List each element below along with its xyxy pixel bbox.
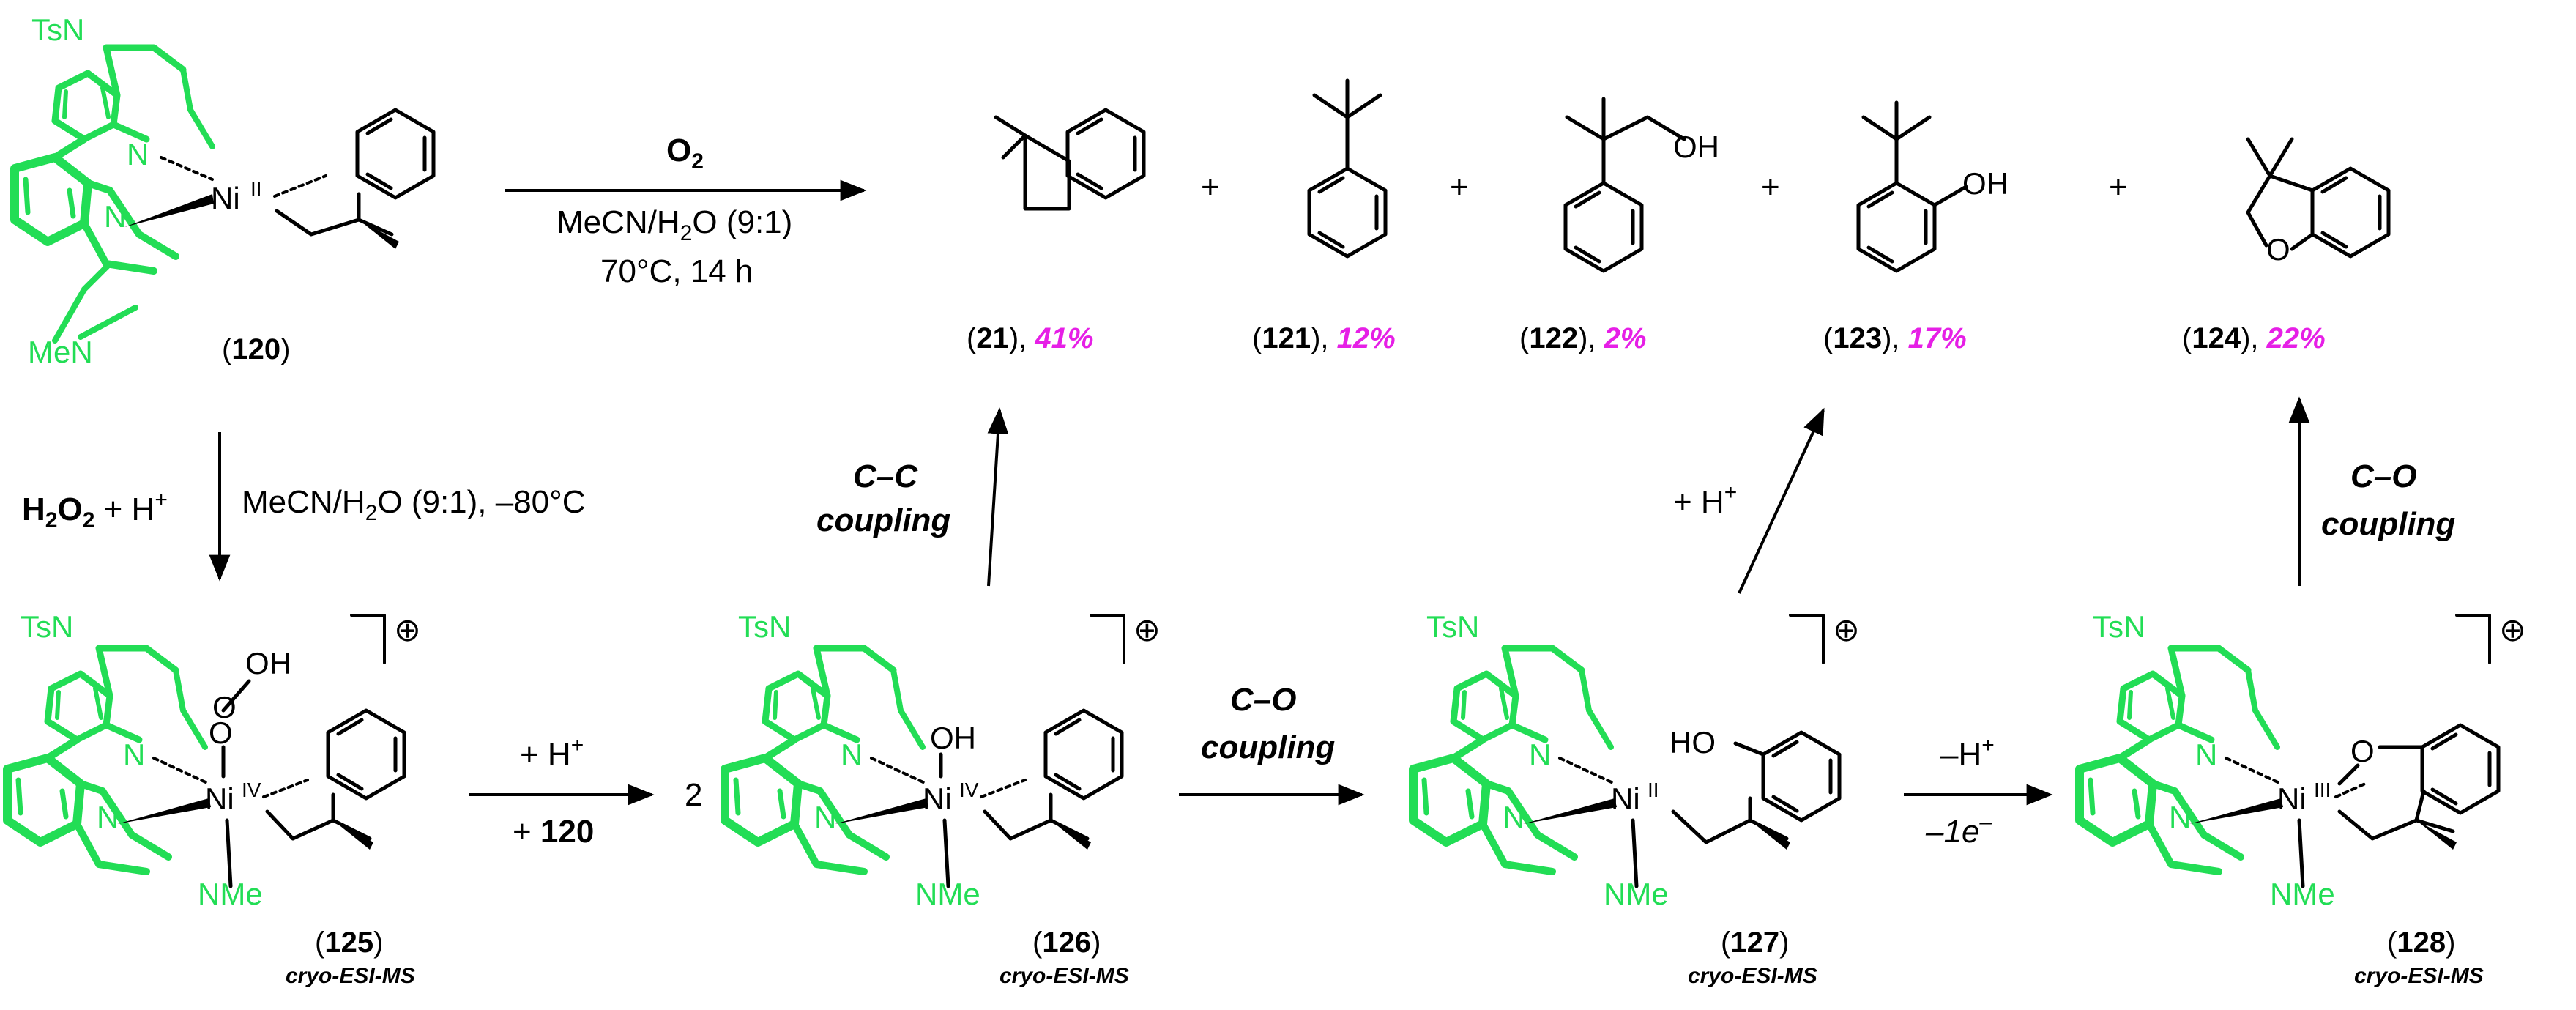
method-tag: cryo-ESI-MS [1688,964,1817,988]
charge-icon: ⊕ [1133,612,1161,648]
product-21: (21), 41% [967,110,1144,354]
compound-id: (126) [1032,927,1101,959]
ni-label: Ni [1611,781,1640,816]
ox-state: IV [242,779,261,801]
n-label: N [104,199,126,234]
tsn-label: TsN [1426,609,1479,644]
method-tag: cryo-ESI-MS [999,964,1129,988]
compound-id: (123), 17% [1823,322,1967,354]
plus-sign: + [2109,169,2128,205]
n-label: N [2169,800,2191,834]
arrow-cc-coupling: C–C coupling [816,407,1009,587]
plus-sign: + [1201,169,1220,205]
add-120: + 120 [513,814,594,850]
coupling-label: coupling [2321,506,2455,542]
tsn-label: TsN [738,609,791,644]
reagent-h2o2: H2O2 + H+ [22,488,168,532]
compound-id: (121), 12% [1252,322,1396,354]
n-label: N [123,738,145,772]
compound-id: (122), 2% [1519,322,1646,354]
compound-id: (127) [1721,927,1789,959]
oh-label: OH [930,721,976,755]
complex-120: TsN N N MeN Ni II (120) [15,12,433,369]
plus-sign: + [1450,169,1469,205]
tsn-label: TsN [21,609,73,644]
co-label: C–O [1230,682,1296,718]
tsn-label: TsN [2093,609,2145,644]
charge-icon: ⊕ [2499,612,2526,648]
proton-add: + H+ [1673,480,1737,520]
n-label: N [1503,800,1525,834]
proton-add: + H+ [520,733,584,773]
n-label: N [814,800,836,834]
o-label: O [209,716,233,750]
conditions: 70°C, 14 h [600,253,753,289]
ni-label: Ni [211,181,240,215]
compound-id: (124), 22% [2182,322,2326,354]
coupling-label: coupling [1201,729,1335,765]
arrow-co-coupling: C–O coupling [2288,396,2455,586]
deprotonation: –H+ [1940,733,1995,773]
method-tag: cryo-ESI-MS [286,964,415,988]
left-step-arrow: H2O2 + H+ MeCN/H2O (9:1), –80°C [22,432,586,582]
o-label: O [2266,232,2290,267]
charge-icon: ⊕ [394,612,421,648]
coefficient: 2 [685,777,702,813]
n-label: N [841,738,863,772]
tsn-label: TsN [31,12,84,47]
oh-label: OH [245,646,291,680]
ox-state: IV [959,779,979,801]
men-label: MeN [28,335,93,369]
n-label: N [97,800,119,834]
product-122: OH (122), 2% [1519,97,1719,354]
reagent-o2: O2 [666,133,704,174]
o-label: O [2350,734,2375,768]
oh-label: OH [1673,130,1719,164]
plus-sign: + [1761,169,1780,205]
oh-label: OH [1962,166,2009,201]
co-label: C–O [2350,458,2416,494]
complex-126: TsN N N NMe Ni IV OH ⊕ (126) cryo-ESI-MS [725,609,1161,988]
product-123: OH (123), 17% [1823,100,2009,354]
low-temp-conditions: MeCN/H2O (9:1), –80°C [242,484,586,525]
coupling-label: coupling [816,502,950,538]
complex-125: TsN N N NMe Ni IV O OH O ⊕ (125) cryo-ES… [7,609,421,988]
n-label: N [127,137,149,171]
solvent: MeCN/H2O (9:1) [556,204,792,245]
n-label: N [2195,738,2217,772]
top-reaction-arrow: O2 MeCN/H2O (9:1) 70°C, 14 h [505,133,867,289]
method-tag: cryo-ESI-MS [2354,964,2484,988]
product-124: O (124), 22% [2182,137,2389,354]
o-label: O [212,690,237,724]
product-121: (121), 12% [1252,78,1396,354]
ni-label: Ni [2277,781,2307,816]
compound-id: (128) [2387,927,2455,959]
arrow-127-128: –H+ –1e– [1904,733,2053,850]
charge-icon: ⊕ [1833,612,1860,648]
oxidation: –1e– [1925,810,1992,850]
arrow-126-127: C–O coupling [1179,682,1365,806]
compound-id: (125) [315,927,383,959]
ox-state: III [2314,779,2331,801]
ni-label: Ni [923,781,952,816]
complex-127: TsN N N NMe Ni II HO ⊕ (127) cryo-ESI-MS [1413,609,1860,988]
n-label: N [1529,738,1551,772]
complex-128: TsN N N NMe Ni III O ⊕ (128) cryo-ESI-MS [2080,609,2526,988]
ni-label: Ni [205,781,234,816]
arrow-protonation: + H+ [1673,407,1825,594]
compound-id: (21), 41% [967,322,1093,354]
cc-label: C–C [853,458,918,494]
compound-id: (120) [222,333,290,365]
ox-state: II [1648,779,1659,801]
ox-state: II [250,178,262,201]
ho-label: HO [1669,725,1716,760]
arrow-125-126: + H+ + 120 [469,733,655,850]
